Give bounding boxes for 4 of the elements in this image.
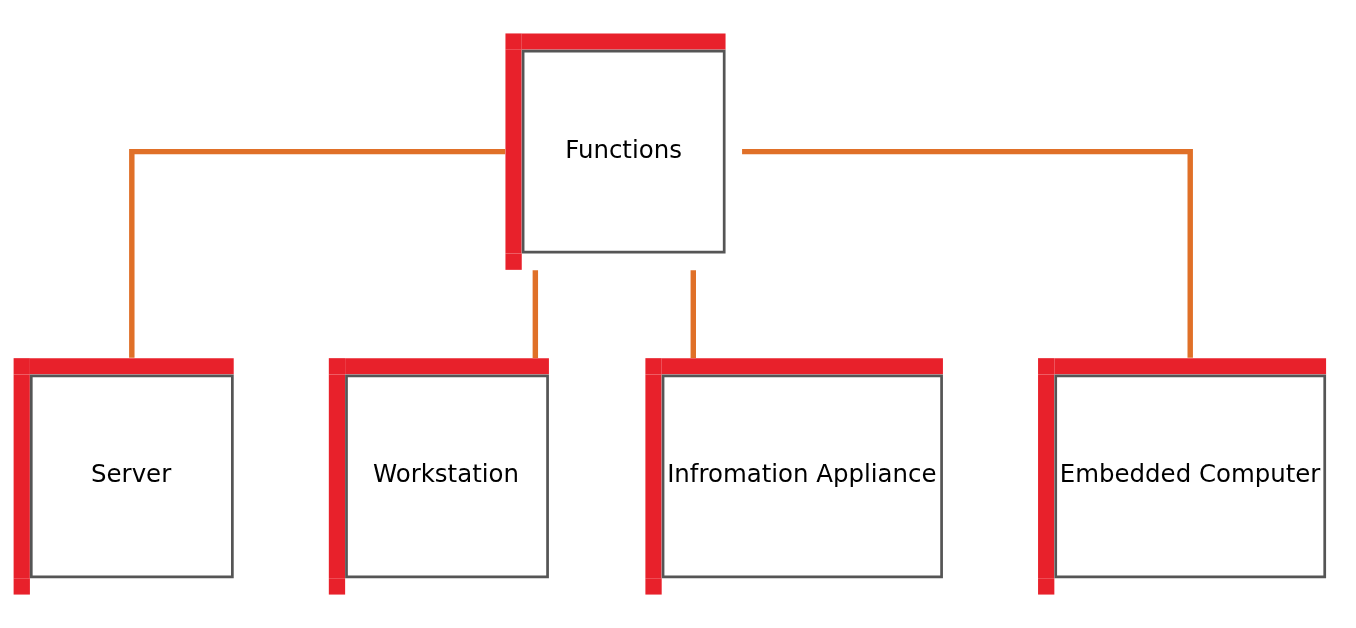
connector <box>129 148 506 358</box>
connector <box>532 270 539 359</box>
connector <box>690 270 696 359</box>
connector <box>742 148 1193 358</box>
